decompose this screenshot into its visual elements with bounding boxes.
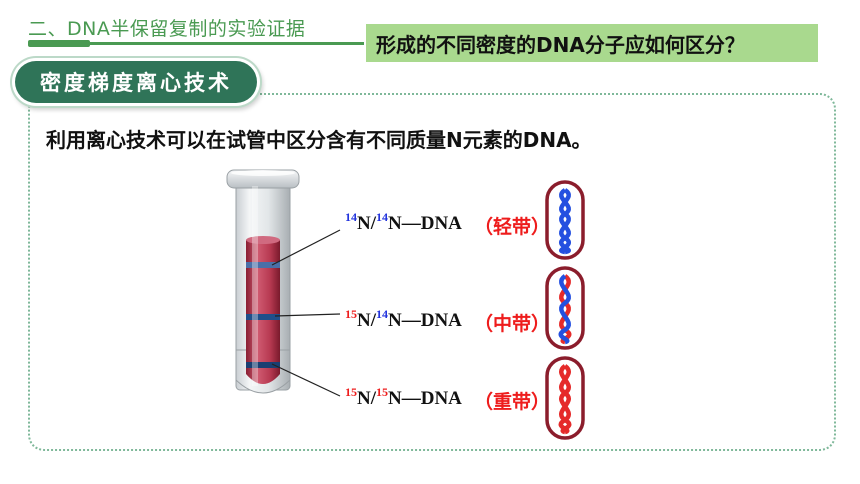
pointer-middle [274,313,341,317]
band-label-middle: 15N/14N—DNA [345,307,462,331]
dna-heavy-capsule [545,356,585,440]
section-tab[interactable]: 密度梯度离心技术 [15,61,257,103]
header-title: 二、DNA半保留复制的实验证据 [28,18,306,40]
question-banner: 形成的不同密度的DNA分子应如何区分？ [366,24,818,62]
intro-text: 利用离心技术可以在试管中区分含有不同质量N元素的DNA。 [46,128,592,152]
content-panel [28,93,836,451]
pointer-light [271,229,341,266]
band-tag-light: （轻带） [474,216,551,238]
band-label-light: 14N/14N—DNA [345,210,462,234]
dna-middle-capsule [545,266,585,350]
heavy-band [246,362,280,368]
header-underline [28,40,364,47]
band-tag-heavy: （重带） [474,391,551,413]
light-band [246,262,280,268]
middle-band [246,314,280,320]
dna-light-capsule [545,180,585,260]
band-tag-middle: （中带） [474,313,551,335]
band-label-heavy: 15N/15N—DNA [345,385,462,409]
test-tube [226,169,300,394]
pointer-heavy [271,363,341,397]
